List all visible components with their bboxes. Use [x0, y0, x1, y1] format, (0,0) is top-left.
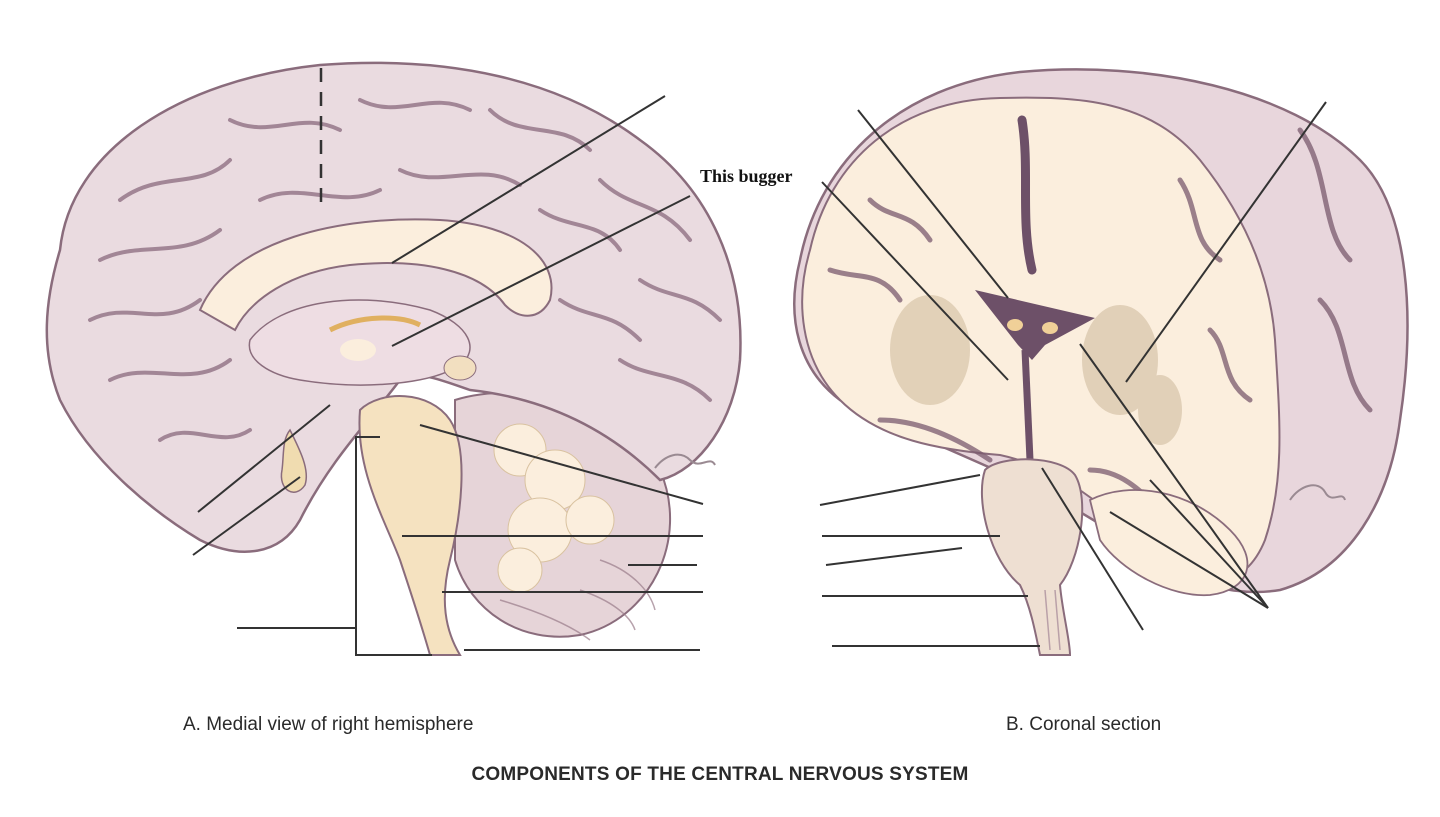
longitudinal-fissure: [1017, 115, 1037, 275]
caption-medial-view: A. Medial view of right hemisphere: [183, 714, 474, 735]
figure-title: COMPONENTS OF THE CENTRAL NERVOUS SYSTEM: [471, 764, 969, 785]
medial-view-brain: [45, 61, 742, 656]
pineal-gland: [443, 355, 477, 381]
arbor-vitae: [493, 423, 615, 593]
coronal-section-brain: [793, 68, 1409, 656]
lateral-ventricles: [975, 290, 1095, 360]
fornix: [328, 315, 422, 333]
coronal-brainstem: [981, 458, 1084, 656]
artist-signature-b: [1289, 484, 1346, 501]
corpus-callosum: [198, 218, 553, 332]
medial-view-leader-lines: [192, 95, 704, 656]
spinal-cord-striations: [1044, 589, 1061, 651]
coronal-leader-lines: [819, 101, 1327, 647]
artist-signature-a: [654, 453, 716, 469]
basal-nuclei: [890, 295, 1182, 445]
third-ventricle: [1021, 349, 1034, 461]
caption-coronal-section: B. Coronal section: [1006, 714, 1162, 735]
pituitary-gland: [280, 428, 307, 493]
annotation-label: This bugger: [700, 166, 793, 186]
coronal-temporal-lobe: [1088, 489, 1249, 597]
thalamus-mass: [340, 339, 376, 361]
brainstem: [358, 395, 463, 656]
cortical-sulci: [88, 98, 722, 442]
